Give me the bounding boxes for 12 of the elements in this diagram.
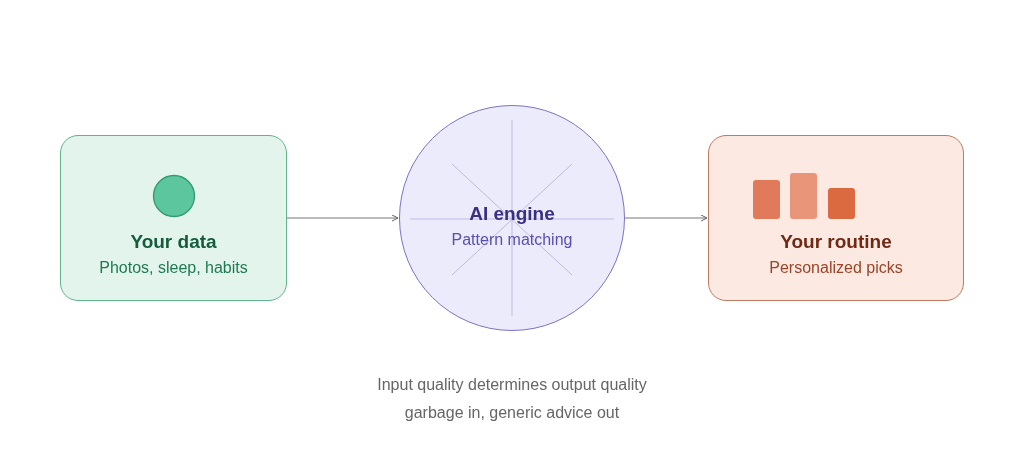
node-subtitle: Personalized picks [769, 259, 903, 277]
node-title: Your routine [780, 231, 892, 253]
arrow [624, 214, 708, 222]
node-title: Your data [130, 231, 217, 253]
process-box [60, 135, 287, 301]
node-subtitle: Photos, sleep, habits [99, 259, 248, 277]
node-subtitle: Pattern matching [451, 231, 573, 249]
process-box [708, 135, 964, 301]
node-title: AI engine [469, 203, 555, 225]
arrow [286, 214, 399, 222]
note-text: Input quality determines output quality [376, 376, 648, 394]
note-text: garbage in, generic advice out [403, 404, 621, 422]
